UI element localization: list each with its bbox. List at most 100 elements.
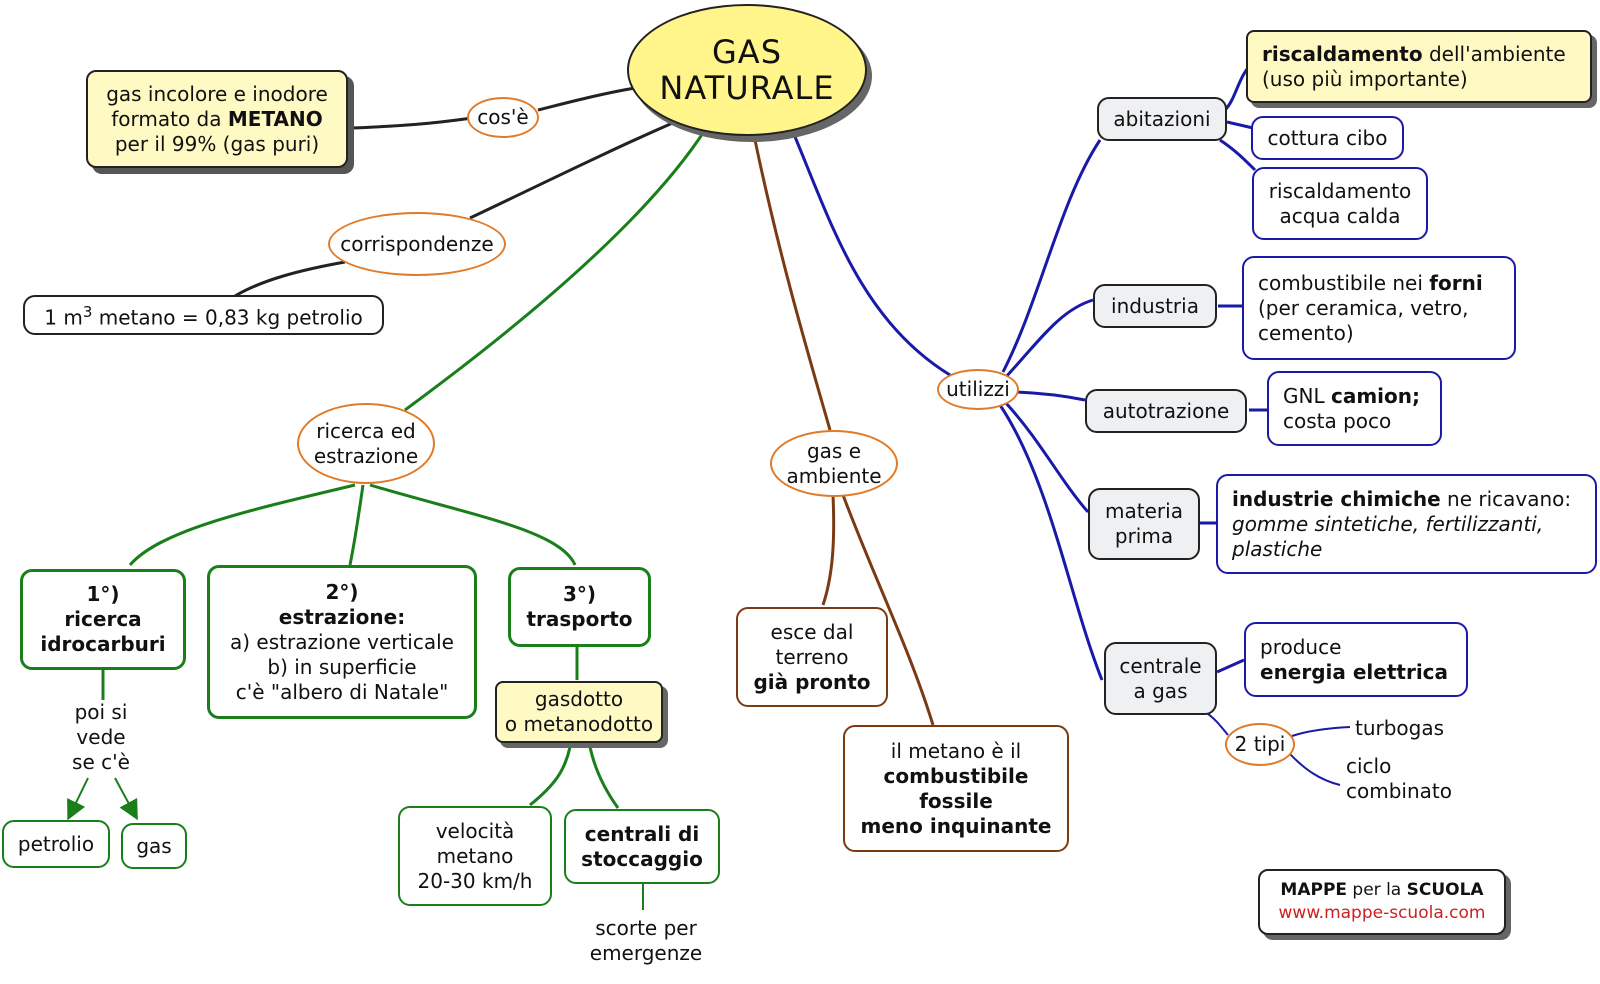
definition-line-2: formato da METANO bbox=[111, 106, 323, 131]
step2-box: 2°) estrazione: a) estrazione verticale … bbox=[207, 565, 477, 719]
step2-line-5: c'è "albero di Natale" bbox=[235, 679, 449, 704]
industria-box: industria bbox=[1093, 284, 1217, 328]
centrale-line-1: centrale bbox=[1119, 653, 1202, 678]
link-tipi-turbogas bbox=[1291, 726, 1351, 737]
produce-line-1: produce bbox=[1260, 634, 1342, 659]
turbogas-text: turbogas bbox=[1355, 716, 1445, 740]
utilizzi-label: utilizzi bbox=[946, 377, 1010, 401]
step1-line-2: ricerca bbox=[64, 607, 142, 631]
chimiche-line-3: plastiche bbox=[1232, 536, 1323, 561]
velocita-line-1: velocità bbox=[435, 818, 515, 843]
materia-line-1: materia bbox=[1105, 499, 1183, 523]
cottura-label: cottura cibo bbox=[1267, 125, 1388, 150]
link-utilizzi-centrale bbox=[998, 404, 1104, 681]
abitazioni-box: abitazioni bbox=[1097, 97, 1227, 141]
materia-line-2: prima bbox=[1114, 524, 1174, 548]
chimiche-line-2: gomme sintetiche, fertilizzanti, bbox=[1232, 511, 1544, 536]
equivalence-box: 1 m3 metano = 0,83 kg petrolio bbox=[23, 295, 384, 335]
gnl-box: GNL camion; costa poco bbox=[1267, 371, 1442, 446]
riscaldamento-line-1: riscaldamento dell'ambiente bbox=[1262, 41, 1566, 66]
credit-url[interactable]: www.mappe-scuola.com bbox=[1278, 903, 1486, 923]
step2-line-3: a) estrazione verticale bbox=[230, 629, 454, 654]
metano-line-1: il metano è il bbox=[890, 738, 1022, 763]
corrispondenze-node: corrispondenze bbox=[328, 212, 506, 276]
link-gasdotto-centrali bbox=[588, 746, 620, 809]
link-ricerca-3 bbox=[369, 483, 577, 566]
link-gasdotto-velocita bbox=[529, 746, 572, 807]
definition-line-3: per il 99% (gas puri) bbox=[114, 131, 320, 156]
autotrazione-box: autotrazione bbox=[1085, 389, 1247, 433]
utilizzi-node: utilizzi bbox=[937, 369, 1019, 410]
centrali-line-2: stoccaggio bbox=[581, 846, 703, 871]
metano-line-4: meno inquinante bbox=[860, 813, 1052, 838]
link-title-ambiente bbox=[753, 139, 832, 431]
link-corrisp-equiv bbox=[234, 260, 346, 298]
definition-line-1: gas incolore e inodore bbox=[106, 81, 328, 106]
link-centrale-produce bbox=[1216, 658, 1245, 674]
acqua-line-2: acqua calda bbox=[1279, 203, 1401, 228]
centrale-box: centrale a gas bbox=[1104, 642, 1217, 715]
cose-node: cos'è bbox=[467, 97, 539, 138]
industria-label: industria bbox=[1111, 293, 1199, 318]
velocita-line-3: 20-30 km/h bbox=[417, 868, 533, 893]
link-utilizzi-materia bbox=[1003, 400, 1090, 513]
link-corrisp-title bbox=[469, 120, 676, 220]
link-abitazioni-cottura bbox=[1226, 120, 1254, 130]
chimiche-line-1: industrie chimiche ne ricavano: bbox=[1232, 486, 1572, 511]
step3-line-2: trasporto bbox=[526, 607, 633, 631]
ambiente-node: gas e ambiente bbox=[770, 430, 898, 497]
step1-line-3: idrocarburi bbox=[40, 632, 166, 656]
link-abitazioni-risc bbox=[1223, 67, 1250, 112]
gnl-line-1: GNL camion; bbox=[1283, 383, 1420, 408]
step3-box: 3°) trasporto bbox=[508, 567, 651, 647]
gas-box: gas bbox=[121, 823, 187, 869]
riscaldamento-line-2: (uso più importante) bbox=[1262, 66, 1468, 91]
esce-box: esce dal terreno già pronto bbox=[736, 607, 888, 707]
petrolio-label: petrolio bbox=[17, 831, 95, 856]
link-title-ricerca bbox=[404, 129, 707, 412]
esce-line-1: esce dal bbox=[770, 619, 854, 644]
corrispondenze-label: corrispondenze bbox=[340, 231, 494, 256]
metano-box: il metano è il combustibile fossile meno… bbox=[843, 725, 1069, 852]
link-utilizzi-industria bbox=[1003, 298, 1094, 380]
gasdotto-line-1: gasdotto bbox=[534, 687, 624, 711]
step2-line-4: b) in superficie bbox=[267, 654, 417, 679]
abitazioni-label: abitazioni bbox=[1113, 106, 1211, 131]
step2-line-2: estrazione: bbox=[278, 604, 406, 629]
link-cose-title bbox=[537, 86, 636, 112]
ricerca-node: ricerca ed estrazione bbox=[297, 403, 435, 484]
step3-line-1: 3°) bbox=[562, 582, 597, 606]
link-utilizzi-autotrazione bbox=[1014, 390, 1086, 402]
definition-box: gas incolore e inodore formato da METANO… bbox=[86, 70, 348, 168]
centrali-line-1: centrali di bbox=[584, 821, 700, 846]
tipi-label: 2 tipi bbox=[1234, 732, 1286, 756]
metano-label: METANO bbox=[227, 106, 323, 131]
metano-line-3: fossile bbox=[919, 788, 993, 813]
arrow-petrolio bbox=[67, 777, 89, 821]
cose-label: cos'è bbox=[477, 105, 529, 129]
esce-line-2: terreno bbox=[775, 644, 849, 669]
produce-box: produce energia elettrica bbox=[1244, 622, 1468, 697]
link-ambiente-esce bbox=[821, 494, 836, 606]
arrow-gas bbox=[114, 777, 138, 821]
ricerca-line-2: estrazione bbox=[313, 443, 419, 468]
autotrazione-label: autotrazione bbox=[1102, 398, 1230, 423]
velocita-box: velocità metano 20-30 km/h bbox=[398, 806, 552, 906]
step2-line-1: 2°) bbox=[325, 579, 359, 604]
centrale-line-2: a gas bbox=[1133, 678, 1188, 703]
metano-line-2: combustibile bbox=[883, 763, 1029, 788]
link-abitazioni-acqua bbox=[1219, 138, 1257, 172]
chimiche-box: industrie chimiche ne ricavano: gomme si… bbox=[1216, 474, 1597, 574]
ambiente-line-2: ambiente bbox=[786, 463, 882, 488]
title-line-1: GAS bbox=[712, 33, 782, 71]
equivalence-text: 1 m3 metano = 0,83 kg petrolio bbox=[44, 302, 363, 330]
link-ricerca-2 bbox=[348, 484, 365, 566]
forni-line-2: (per ceramica, vetro, bbox=[1258, 295, 1469, 320]
materia-box: materia prima bbox=[1088, 488, 1200, 560]
credit-line-1: MAPPE per la SCUOLA bbox=[1280, 880, 1484, 900]
centrali-box: centrali di stoccaggio bbox=[564, 809, 720, 884]
cottura-box: cottura cibo bbox=[1251, 116, 1404, 160]
